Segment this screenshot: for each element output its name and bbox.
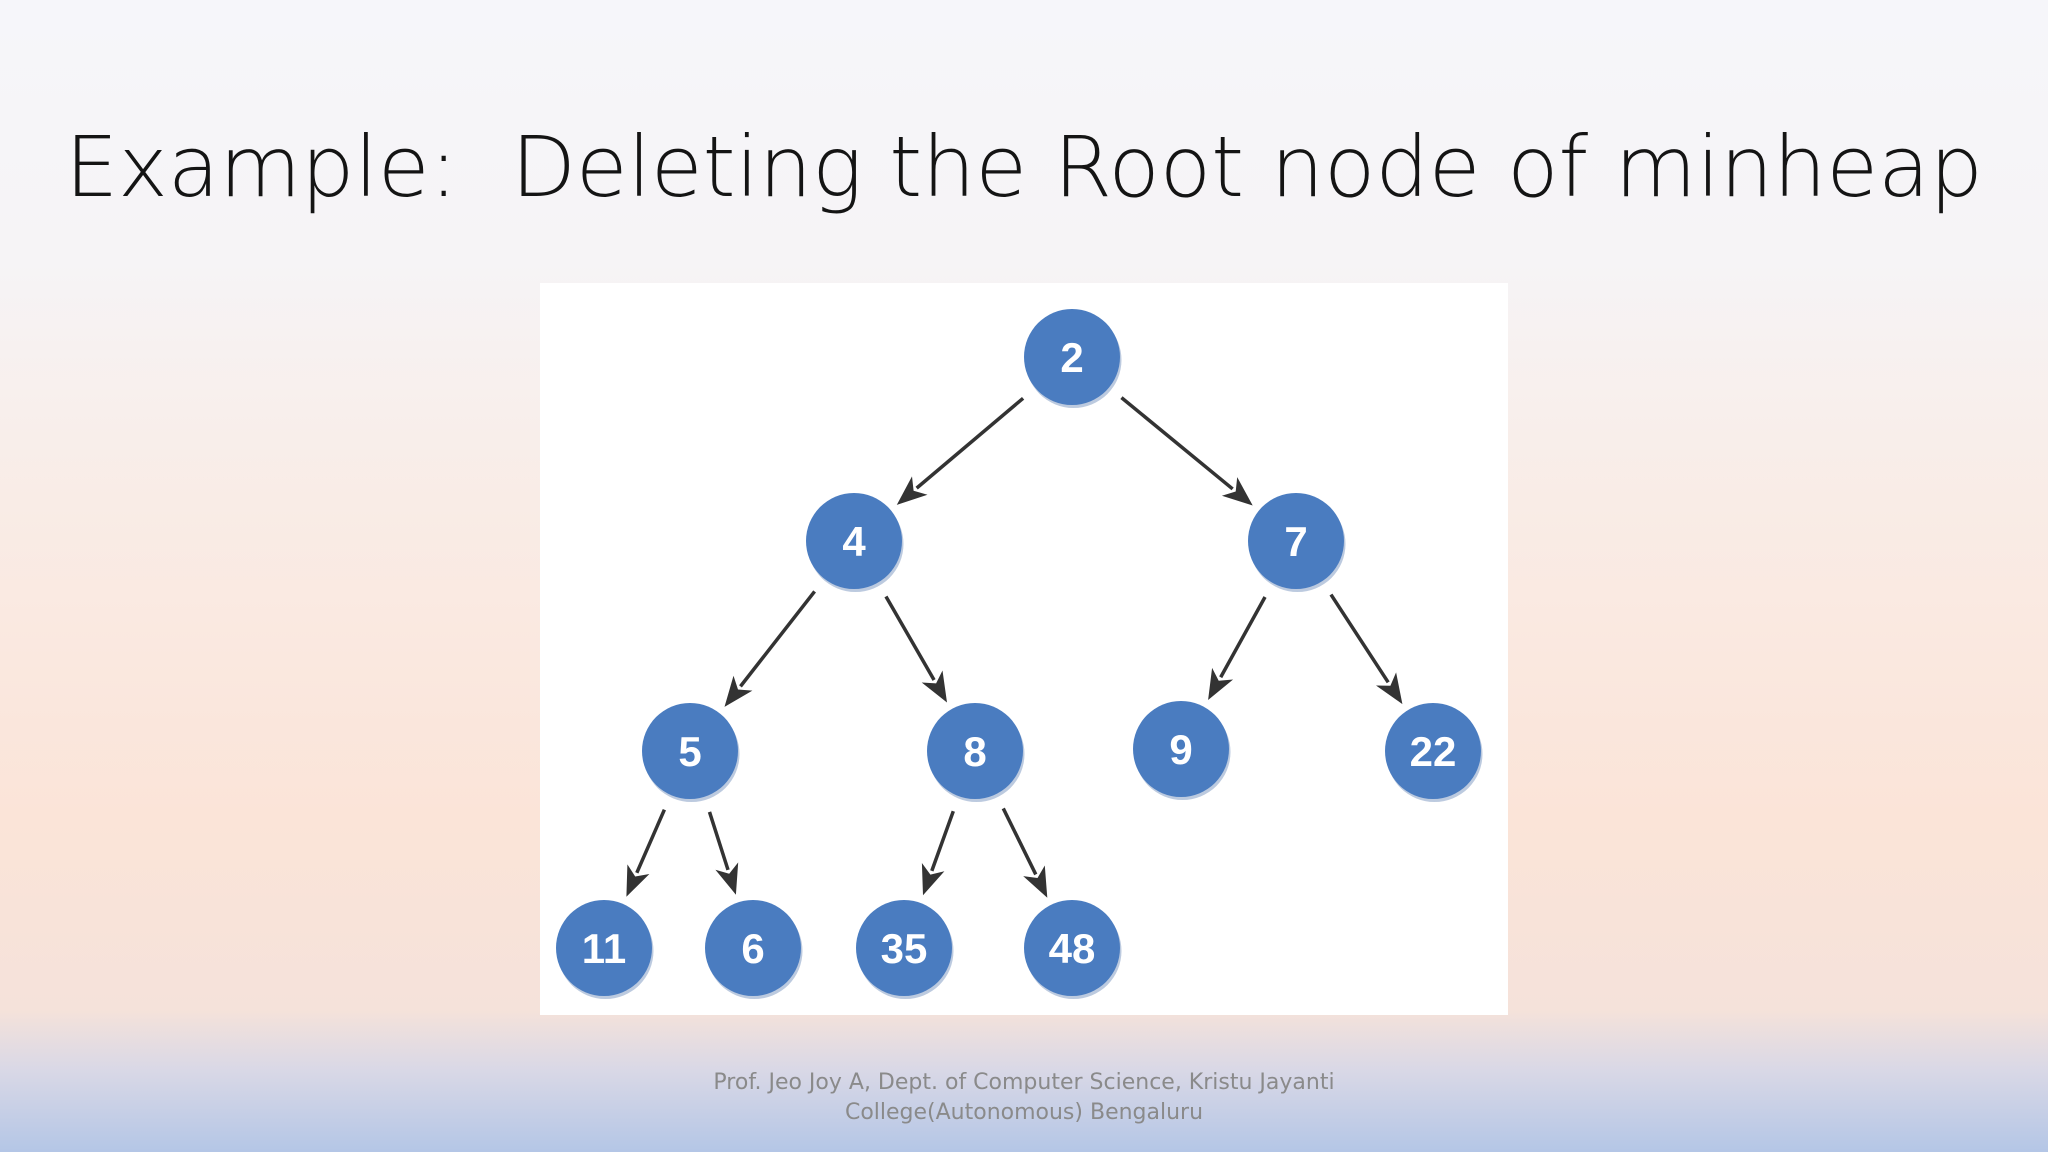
edge-arrowhead — [1023, 865, 1048, 898]
node-circle — [1385, 703, 1481, 799]
edge-n8-n35 — [921, 810, 955, 896]
edge-line — [1120, 396, 1234, 491]
heap-node-35: 35 — [856, 900, 954, 999]
heap-node-48: 48 — [1024, 900, 1122, 999]
node-label: 8 — [963, 728, 986, 775]
heap-node-6: 6 — [705, 900, 803, 999]
node-circle — [1248, 493, 1344, 589]
node-circle — [642, 703, 738, 799]
heap-node-11: 11 — [556, 900, 654, 999]
node-circle — [927, 703, 1023, 799]
node-circle — [1024, 900, 1120, 996]
edge-n7-n9 — [1208, 596, 1267, 700]
edge-arrowhead — [1221, 477, 1253, 506]
edge-n2-n7 — [1120, 396, 1253, 506]
edge-arrowhead — [1376, 672, 1403, 705]
edge-arrowhead — [921, 670, 947, 703]
node-label: 9 — [1169, 726, 1192, 773]
edge-arrowhead — [715, 862, 739, 895]
edges-layer — [626, 396, 1403, 898]
edge-line — [739, 590, 816, 688]
node-label: 4 — [842, 518, 866, 565]
edge-line — [1219, 596, 1267, 679]
edge-n4-n5 — [724, 590, 816, 707]
edge-n2-n4 — [896, 396, 1025, 505]
edge-line — [915, 396, 1025, 490]
node-label: 22 — [1410, 728, 1457, 775]
heap-tree-svg: 2 4 7 5 8 9 22 11 6 35 48 — [556, 309, 1483, 999]
heap-node-5: 5 — [642, 703, 740, 802]
edge-n5-n6 — [707, 811, 739, 895]
edge-line — [930, 810, 955, 872]
node-circle — [1133, 701, 1229, 797]
node-label: 35 — [881, 925, 928, 972]
heap-node-7: 7 — [1248, 493, 1346, 592]
node-label: 7 — [1284, 518, 1307, 565]
node-circle — [556, 900, 652, 996]
node-label: 5 — [678, 728, 701, 775]
edge-arrowhead — [921, 863, 945, 896]
heap-node-22: 22 — [1385, 703, 1483, 802]
heap-node-4: 4 — [806, 493, 904, 592]
node-label: 11 — [582, 925, 626, 972]
node-circle — [856, 900, 952, 996]
node-label: 48 — [1049, 925, 1096, 972]
heap-node-9: 9 — [1133, 701, 1231, 800]
footer-line-1: Prof. Jeo Joy A, Dept. of Computer Scien… — [713, 1070, 1335, 1095]
node-circle — [1024, 309, 1120, 405]
heap-node-2: 2 — [1024, 309, 1122, 408]
heap-diagram: 2 4 7 5 8 9 22 11 6 35 48 — [540, 283, 1508, 1015]
edge-line — [884, 595, 936, 681]
node-label: 6 — [741, 925, 764, 972]
edge-line — [635, 808, 666, 874]
edge-line — [1001, 807, 1038, 876]
footer-line-2: College(Autonomous) Bengaluru — [844, 1100, 1204, 1125]
edge-n8-n48 — [1001, 807, 1048, 898]
nodes-layer: 2 4 7 5 8 9 22 11 6 35 48 — [556, 309, 1483, 999]
edge-line — [707, 811, 730, 871]
edge-arrowhead — [724, 675, 753, 707]
edge-n7-n22 — [1329, 593, 1403, 705]
slide-title: Example: Deleting the Root node of minhe… — [65, 118, 1983, 216]
edge-n5-n11 — [626, 808, 666, 897]
edge-line — [1329, 593, 1390, 684]
node-label: 2 — [1060, 334, 1083, 381]
slide-footer: Prof. Jeo Joy A, Dept. of Computer Scien… — [0, 1068, 2048, 1128]
edge-arrowhead — [1208, 667, 1234, 700]
node-circle — [806, 493, 902, 589]
node-circle — [705, 900, 801, 996]
edge-arrowhead — [896, 476, 928, 505]
heap-node-8: 8 — [927, 703, 1025, 802]
edge-arrowhead — [626, 864, 650, 897]
edge-n4-n8 — [884, 595, 947, 703]
